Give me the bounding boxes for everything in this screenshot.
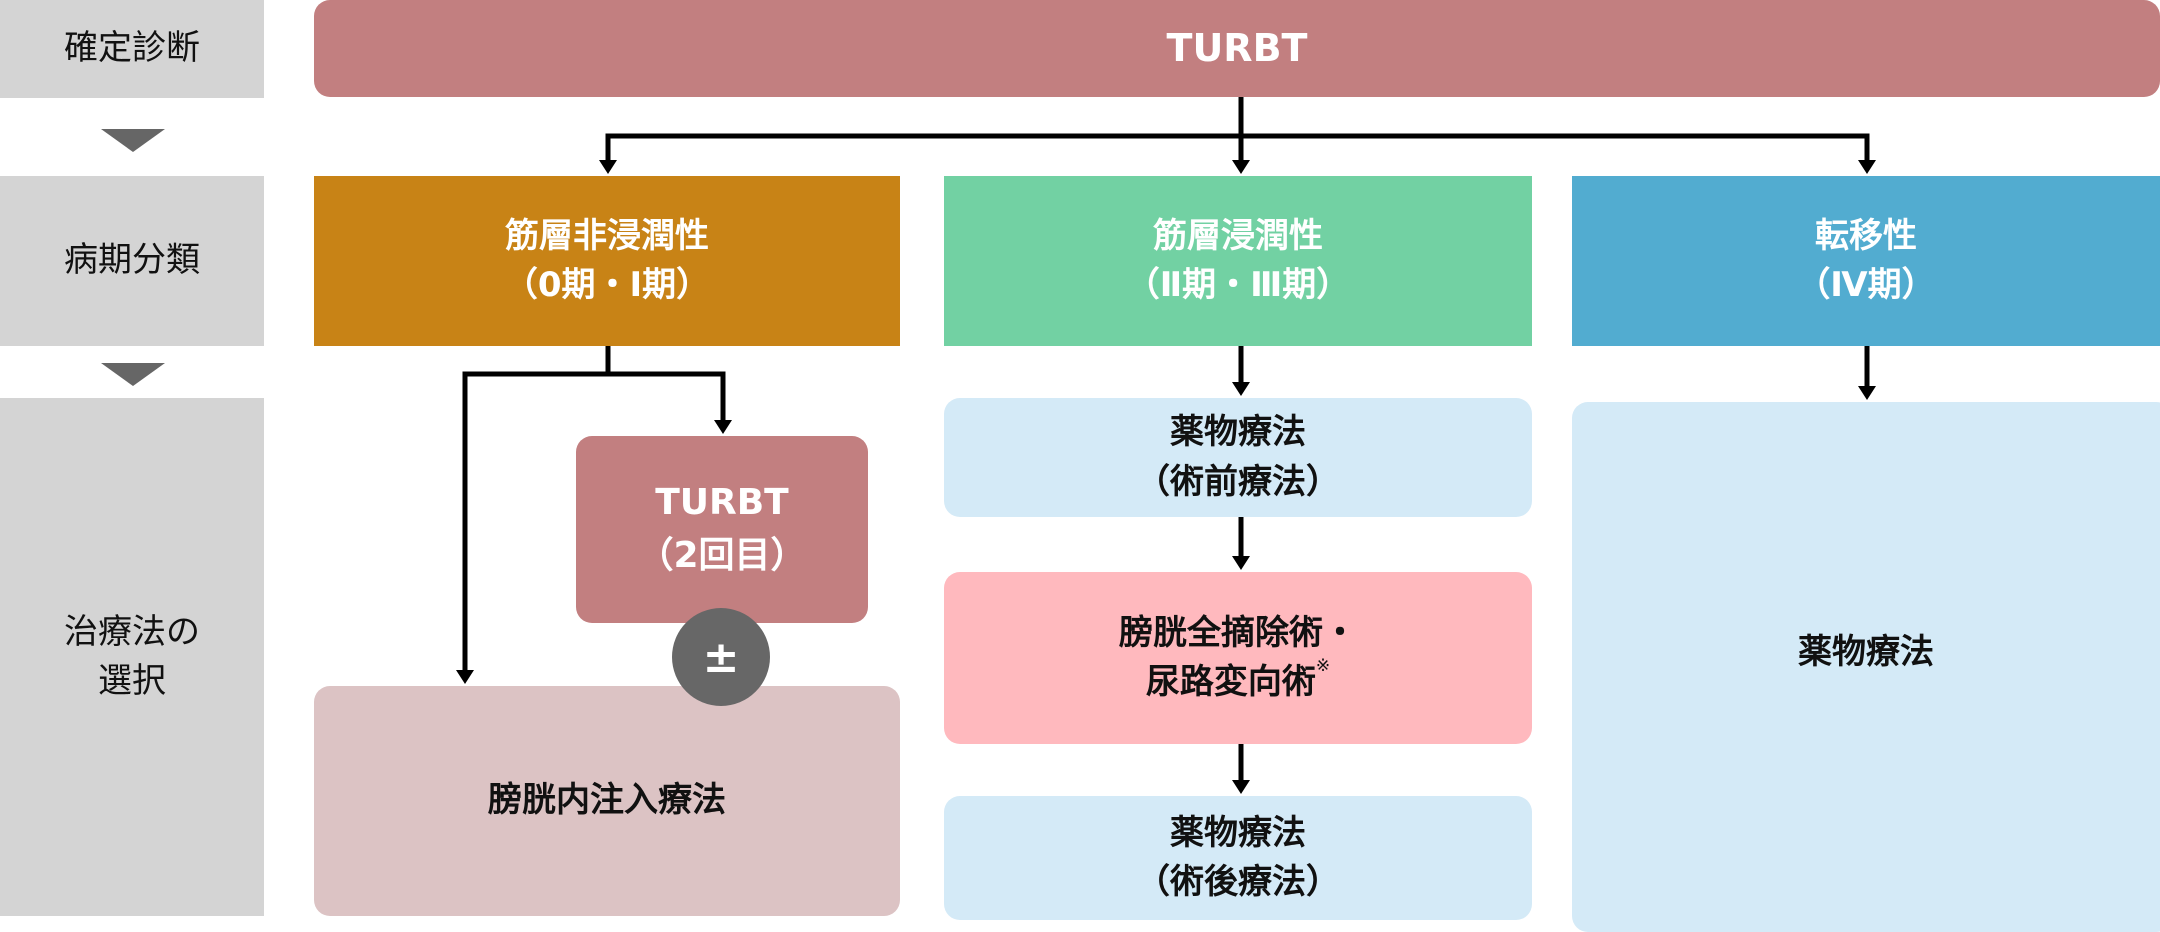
second-turbt-line1: TURBT — [655, 482, 789, 524]
row-label-treatment: 治療法の 選択 — [0, 398, 264, 916]
stage-metastatic-line1: 転移性 — [1815, 215, 1917, 256]
arrowhead-icon — [1232, 780, 1250, 794]
metastatic-drug-therapy-box: 薬物療法 — [1572, 402, 2160, 932]
stage-metastatic-line2: （Ⅳ期） — [1796, 265, 1936, 305]
stage-box-mibc: 筋層浸潤性 （Ⅱ期・Ⅲ期） — [944, 176, 1532, 346]
neoadjuvant-line1: 薬物療法 — [1170, 412, 1306, 453]
intravesical-therapy-label: 膀胱内注入療法 — [488, 780, 726, 821]
stage-nmibc-line1: 筋層非浸潤性 — [505, 215, 709, 256]
arrowhead-icon — [1858, 386, 1876, 400]
adjuvant-line2: （術後療法） — [1136, 862, 1340, 902]
adjuvant-line1: 薬物療法 — [1170, 812, 1306, 853]
stage-box-metastatic: 転移性 （Ⅳ期） — [1572, 176, 2160, 346]
cystectomy-line2: 尿路変向術 — [1145, 662, 1316, 702]
footnote-mark: ※ — [1315, 656, 1331, 676]
row-label-diagnosis-text: 確定診断 — [64, 28, 200, 69]
adjuvant-drug-therapy-box: 薬物療法 （術後療法） — [944, 796, 1532, 920]
arrowhead-icon — [1232, 382, 1250, 396]
stage-box-nmibc: 筋層非浸潤性 （0期・Ⅰ期） — [314, 176, 900, 346]
metastatic-drug-therapy-label: 薬物療法 — [1798, 632, 1934, 673]
arrowhead-icon — [714, 420, 732, 434]
arrowhead-icon — [456, 670, 474, 684]
plus-minus-symbol: ± — [702, 631, 740, 683]
neoadjuvant-drug-therapy-box: 薬物療法 （術前療法） — [944, 398, 1532, 517]
arrowhead-icon — [599, 160, 617, 174]
arrowhead-icon — [1858, 160, 1876, 174]
turbt-diagnosis-label: TURBT — [1166, 25, 1308, 70]
second-turbt-box: TURBT （2回目） — [576, 436, 868, 623]
row-label-staging-text: 病期分類 — [64, 240, 200, 281]
cystectomy-line1: 膀胱全摘除術・ — [1119, 612, 1357, 653]
arrowhead-icon — [1232, 556, 1250, 570]
second-turbt-line2: （2回目） — [637, 534, 807, 576]
neoadjuvant-line2: （術前療法） — [1136, 461, 1340, 502]
row-label-diagnosis: 確定診断 — [0, 0, 264, 98]
stage-mibc-line2: （Ⅱ期・Ⅲ期） — [1125, 265, 1351, 305]
row-label-treatment-line2: 選択 — [98, 661, 166, 701]
step-down-arrow-icon — [101, 129, 165, 152]
intravesical-therapy-box: 膀胱内注入療法 — [314, 686, 900, 916]
row-label-treatment-line1: 治療法の — [64, 611, 200, 652]
connector-diagnosis-branch — [605, 133, 1870, 162]
cystectomy-box: 膀胱全摘除術・ 尿路変向術※ — [944, 572, 1532, 744]
stage-nmibc-line2: （0期・Ⅰ期） — [503, 265, 711, 305]
cystectomy-line2-wrap: 尿路変向術※ — [1145, 656, 1331, 707]
row-label-staging: 病期分類 — [0, 176, 264, 346]
stage-mibc-line1: 筋層浸潤性 — [1153, 215, 1323, 256]
step-down-arrow-icon — [101, 363, 165, 386]
plus-minus-icon: ± — [672, 608, 770, 706]
arrowhead-icon — [1232, 160, 1250, 174]
turbt-diagnosis-box: TURBT — [314, 0, 2160, 97]
